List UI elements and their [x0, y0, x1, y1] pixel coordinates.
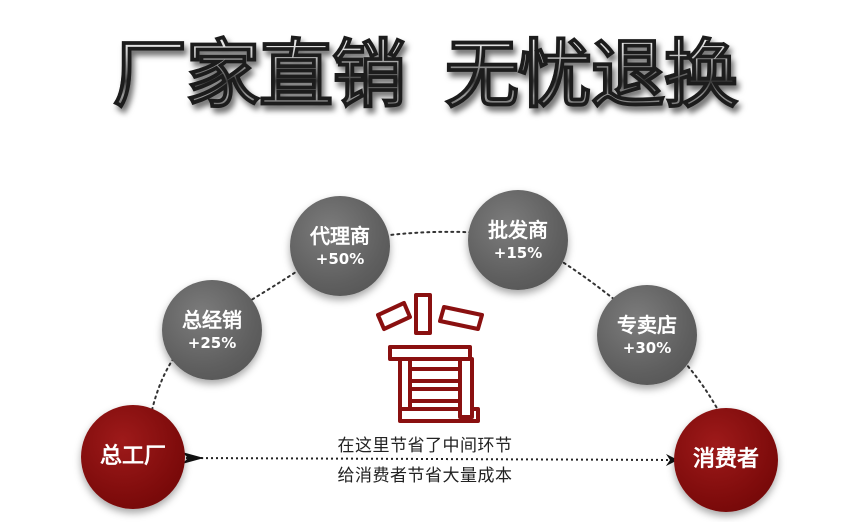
node-agent: 代理商 +50%	[290, 196, 390, 296]
node-agent-markup: +50%	[315, 250, 365, 268]
node-wholesaler: 批发商 +15%	[468, 190, 568, 290]
factory-arrow-tip	[182, 452, 204, 464]
node-store-label: 专卖店	[617, 313, 677, 337]
direct-dotted-arrow	[185, 453, 678, 466]
node-distributor-markup: +25%	[187, 334, 237, 352]
banner-title-left: 厂家直销	[112, 32, 407, 118]
node-store: 专卖店 +30%	[597, 285, 697, 385]
banner-title: 厂家直销 无忧退换	[0, 20, 850, 130]
node-wholesaler-markup: +15%	[493, 244, 543, 262]
node-distributor: 总经销 +25%	[162, 280, 262, 380]
node-factory: 总工厂	[81, 405, 185, 509]
node-distributor-label: 总经销	[182, 308, 242, 332]
caption-line-2: 给消费者节省大量成本	[337, 466, 513, 486]
caption-line-1: 在这里节省了中间环节	[337, 436, 513, 456]
node-store-markup: +30%	[622, 339, 672, 357]
banner-title-right: 无忧退换	[444, 32, 739, 118]
save-glyph-icon	[376, 293, 484, 423]
node-wholesaler-label: 批发商	[488, 218, 548, 242]
node-consumer-label: 消费者	[692, 446, 759, 472]
node-consumer: 消费者	[674, 408, 778, 512]
node-agent-label: 代理商	[310, 224, 370, 248]
node-factory-label: 总工厂	[99, 443, 166, 469]
